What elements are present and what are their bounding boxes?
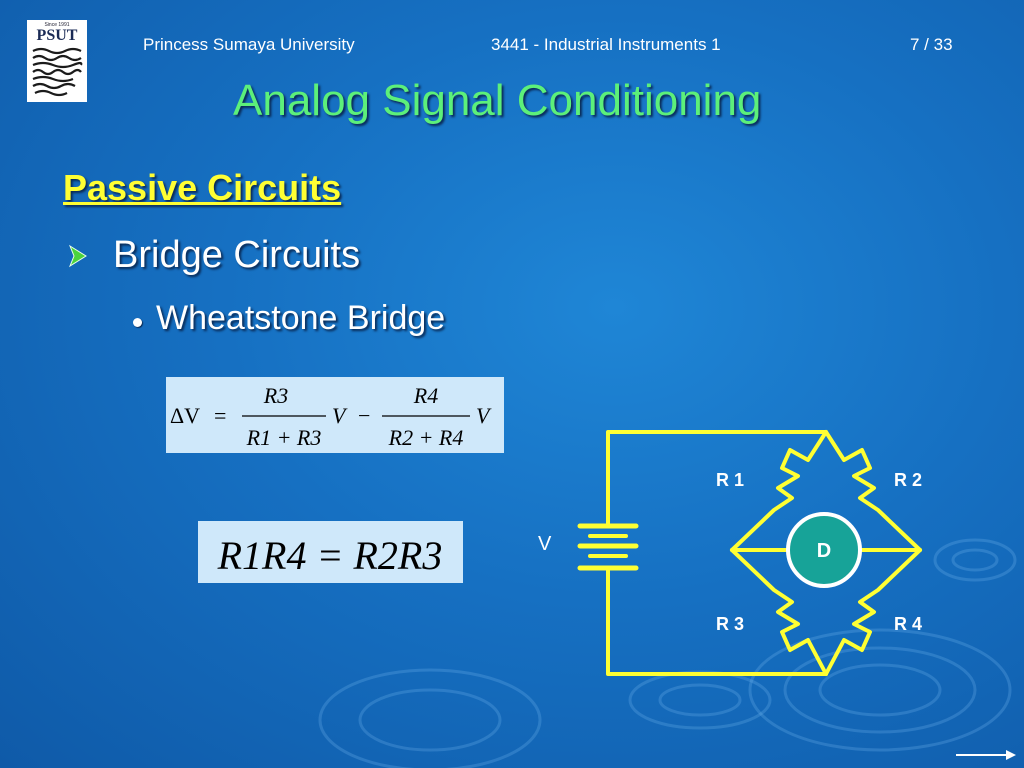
bullet-item-level2: Wheatstone Bridge [133, 299, 445, 338]
eq1-term1-factor: V [332, 403, 348, 428]
wire-bottom [606, 566, 828, 676]
logo-abbrev: PSUT [36, 27, 78, 44]
equation-balance-graphic: R1R4 = R2R3 [217, 533, 443, 578]
bullet-level1-text: Bridge Circuits [113, 234, 361, 276]
eq1-term2-numerator: R4 [413, 383, 438, 408]
arrow-bullet-icon [68, 244, 87, 267]
detector-circle [786, 512, 862, 588]
resistor-r1 [730, 430, 828, 552]
r2-label: R 2 [894, 470, 922, 490]
equation-balance-condition: R1R4 = R2R3 [198, 521, 463, 583]
slide-title: Analog Signal Conditioning [233, 76, 762, 125]
r1-label: R 1 [716, 470, 744, 490]
header-course: 3441 - Industrial Instruments 1 [491, 35, 721, 54]
header-page-number: 7 / 33 [910, 35, 953, 54]
resistor-r4 [824, 548, 922, 676]
dot-bullet-icon [133, 318, 142, 327]
bullet-item-level1: Bridge Circuits [65, 234, 360, 277]
university-logo: Since 1991 PSUT [27, 20, 87, 102]
header-university: Princess Sumaya University [143, 35, 355, 54]
resistor-r2 [824, 430, 922, 552]
logo-pattern-icon [31, 45, 83, 97]
wheatstone-bridge-diagram: D V R 1 R 2 R 3 R 4 [538, 430, 922, 676]
r4-label: R 4 [894, 614, 922, 634]
equation-delta-v: ΔV = R3 R1 + R3 V − R4 R2 + R4 V [166, 377, 504, 453]
next-arrow-icon[interactable] [954, 748, 1018, 762]
r3-label: R 3 [716, 614, 744, 634]
battery-icon [577, 523, 639, 571]
eq1-term1-denominator: R1 + R3 [246, 425, 322, 450]
wire-top [606, 430, 828, 528]
section-heading: Passive Circuits [63, 167, 342, 208]
resistor-r3 [730, 548, 828, 676]
source-voltage-label: V [538, 533, 552, 555]
eq1-term2-denominator: R2 + R4 [388, 425, 464, 450]
eq1-lhs: ΔV [170, 403, 200, 428]
logo-since-text: Since 1991 [44, 22, 70, 28]
eq1-term2-factor: V [476, 403, 492, 428]
eq1-equals: = [214, 403, 226, 428]
eq1-minus: − [358, 403, 370, 428]
bullet-level2-text: Wheatstone Bridge [156, 299, 446, 337]
eq2-text: R1R4 = R2R3 [217, 533, 443, 578]
detector-label: D [817, 540, 831, 562]
equation-delta-v-graphic: ΔV = R3 R1 + R3 V − R4 R2 + R4 V [170, 383, 492, 450]
eq1-term1-numerator: R3 [263, 383, 288, 408]
